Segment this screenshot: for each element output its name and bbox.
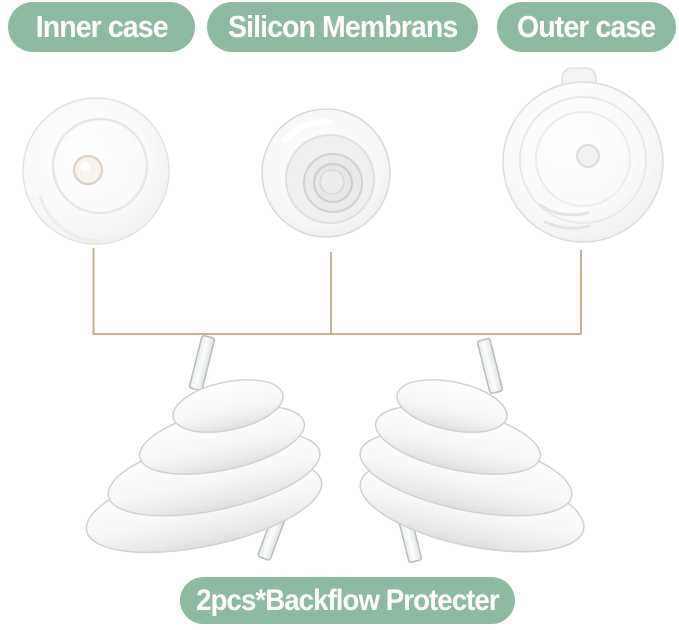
outer-case-center-dimple bbox=[576, 144, 600, 168]
outer-case-photo bbox=[502, 67, 664, 243]
inner-case-label-pill: Inner case bbox=[8, 2, 195, 52]
membrane-center-disc bbox=[319, 169, 345, 195]
left-ridge-1 bbox=[172, 379, 284, 433]
right-ridge-1 bbox=[396, 379, 508, 433]
inner-case-shadow-arc bbox=[38, 194, 101, 243]
bracket-lines bbox=[92, 248, 582, 335]
outer-case-reflections bbox=[538, 203, 591, 230]
outer-case-label-pill: Outer case bbox=[497, 2, 676, 52]
backflow-protector-left bbox=[85, 335, 323, 561]
bottom-label: 2pcs*Backflow Protecter bbox=[196, 583, 499, 617]
left-top-tube bbox=[188, 335, 216, 391]
silicon-membrane-label: Silicon Membrans bbox=[227, 9, 458, 44]
inner-case-photo bbox=[22, 97, 170, 245]
backflow-protector-right bbox=[359, 338, 585, 563]
outer-case-ridge-1 bbox=[519, 96, 647, 224]
right-top-tube bbox=[476, 338, 504, 394]
connector-bracket bbox=[92, 248, 582, 335]
inner-case-label: Inner case bbox=[35, 9, 169, 44]
inner-case-dome-ring bbox=[51, 117, 149, 215]
outer-case-ridge-2 bbox=[535, 111, 631, 207]
silicon-membrane-photo bbox=[261, 108, 391, 238]
inner-case-highlight bbox=[80, 162, 90, 172]
bottom-label-pill: 2pcs*Backflow Protecter bbox=[180, 577, 515, 624]
membrane-highlight bbox=[282, 118, 333, 143]
outer-case-label: Outer case bbox=[517, 9, 656, 44]
silicon-membrane-label-pill: Silicon Membrans bbox=[207, 2, 478, 52]
